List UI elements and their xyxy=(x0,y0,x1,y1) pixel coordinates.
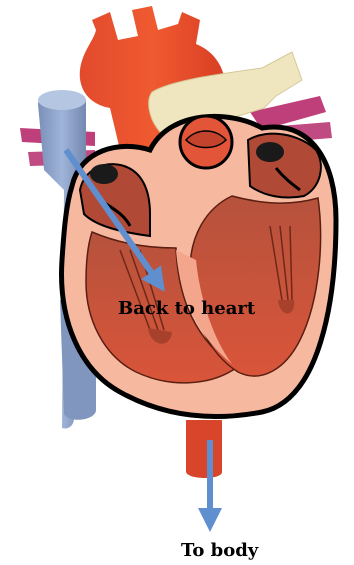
label-to-body: To body xyxy=(181,542,258,560)
heart-body xyxy=(62,116,336,417)
label-back-to-heart: Back to heart xyxy=(118,300,255,318)
